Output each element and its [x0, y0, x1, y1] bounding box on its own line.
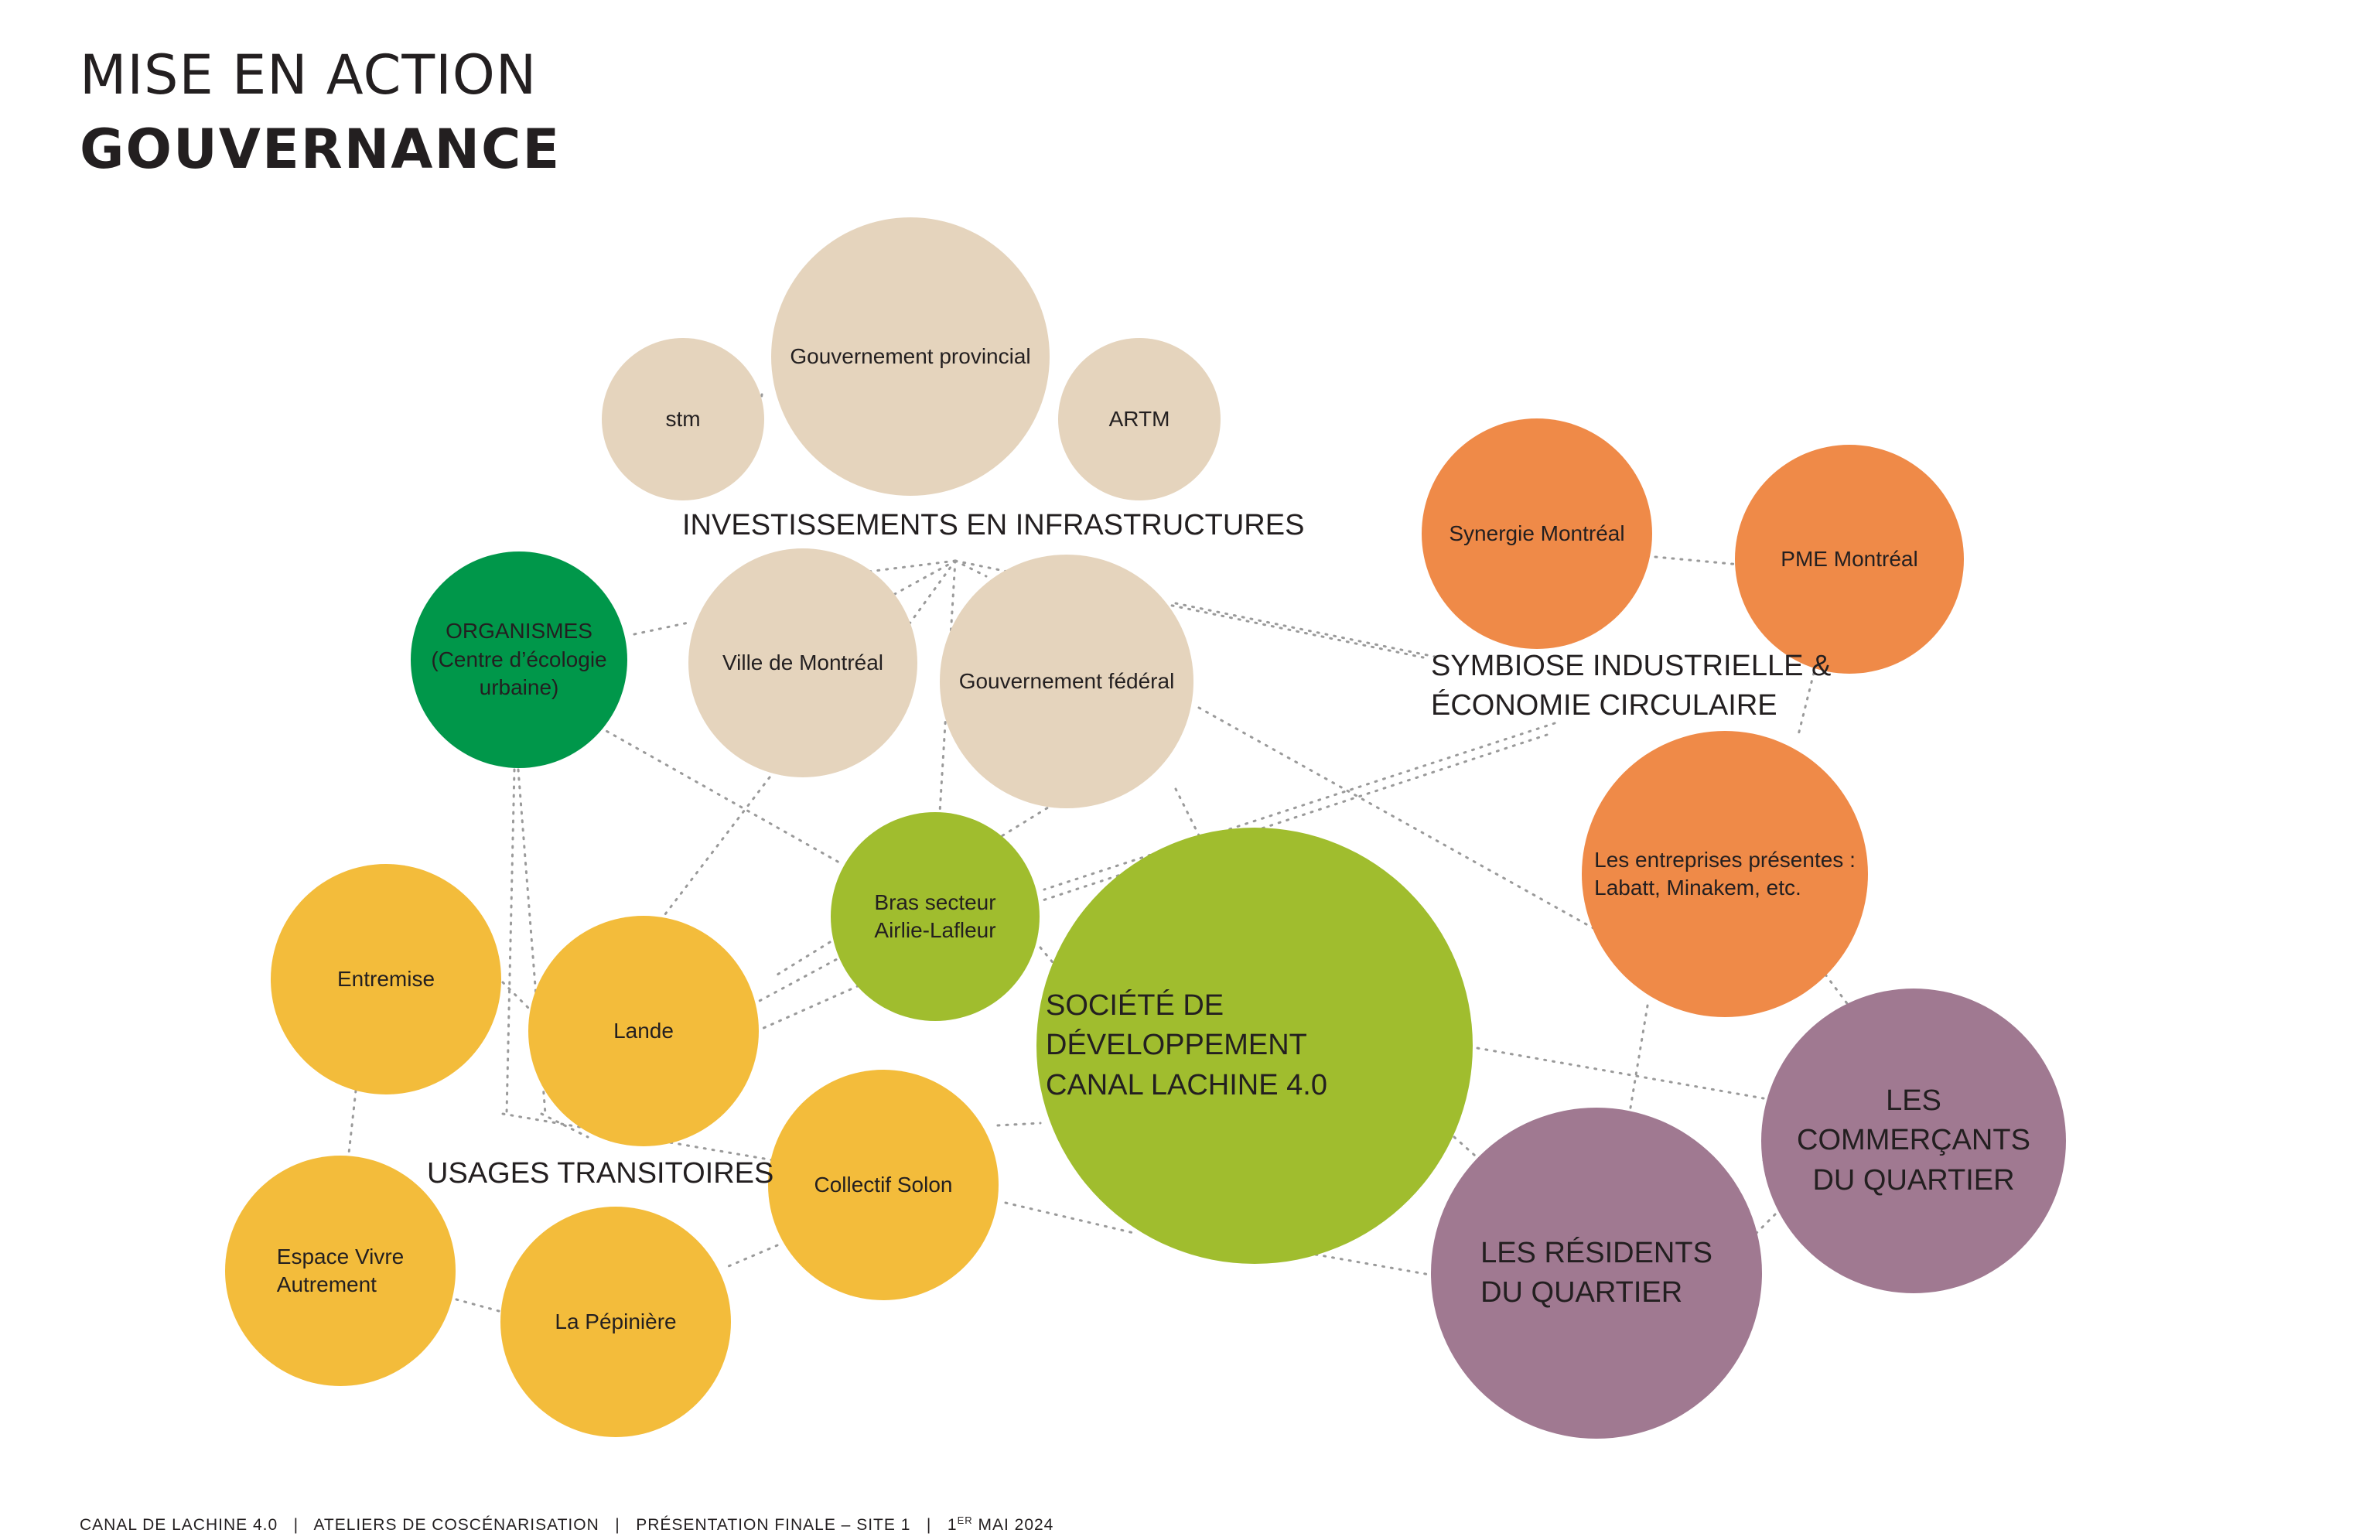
footer-date-day: 1 — [947, 1516, 958, 1534]
node-la-pepiniere: La Pépinière — [500, 1207, 731, 1437]
connector — [799, 559, 957, 775]
footer-separator: | — [282, 1516, 309, 1534]
connector — [954, 559, 1425, 659]
node-collectif-solon-label: Collectif Solon — [814, 1172, 953, 1197]
connector — [876, 559, 957, 605]
node-organismes-label-3: urbaine) — [479, 675, 559, 700]
node-residents-label-1: LES RÉSIDENTS — [1480, 1236, 1712, 1269]
connector — [938, 559, 957, 814]
node-espace-vivre-autrement: Espace Vivre Autrement — [225, 1156, 456, 1386]
connector — [633, 621, 690, 636]
node-entreprises-label-2: Labatt, Minakem, etc. — [1594, 876, 1801, 900]
connector — [540, 1112, 589, 1139]
node-societe-label-1: SOCIÉTÉ DE DÉVELOPPEMENT — [1046, 989, 1307, 1062]
node-bras-secteur-label-1: Bras secteur — [874, 890, 996, 914]
footer-date-sup: ER — [957, 1514, 973, 1526]
footer-project: CANAL DE LACHINE 4.0 — [80, 1516, 278, 1534]
node-ville-de-montreal: Ville de Montréal — [688, 548, 917, 777]
node-gouvernement-provincial-label: Gouvernement provincial — [790, 343, 1031, 368]
connector — [1004, 1201, 1139, 1235]
footer-presentation: PRÉSENTATION FINALE – SITE 1 — [636, 1516, 911, 1534]
node-lande: Lande — [528, 916, 759, 1146]
connector — [517, 768, 547, 1115]
node-commercants-label-2: DU QUARTIER — [1812, 1163, 2015, 1197]
connector — [1654, 555, 1742, 566]
connector — [1797, 671, 1815, 736]
node-artm-label: ARTM — [1108, 406, 1170, 431]
node-pme-montreal-label: PME Montréal — [1781, 546, 1918, 571]
node-espace-label-1: Espace Vivre — [276, 1244, 405, 1269]
node-societe-developpement: SOCIÉTÉ DE DÉVELOPPEMENT CANAL LACHINE 4… — [1036, 828, 1473, 1264]
node-entreprises-presentes: Les entreprises présentes : Labatt, Mina… — [1582, 731, 1868, 1017]
node-gouvernement-federal-label: Gouvernement fédéral — [958, 668, 1175, 693]
section-label-usages: USAGES TRANSITOIRES — [427, 1157, 774, 1190]
connector — [954, 559, 988, 578]
connector — [501, 981, 535, 1015]
node-pme-montreal: PME Montréal — [1735, 445, 1964, 674]
section-label-symbiose-line-2: ÉCONOMIE CIRCULAIRE — [1431, 689, 1777, 722]
node-ville-de-montreal-label: Ville de Montréal — [722, 650, 884, 674]
node-la-pepiniere-label: La Pépinière — [555, 1309, 677, 1333]
node-gouvernement-provincial: Gouvernement provincial — [771, 217, 1050, 496]
node-entreprises-label-1: Les entreprises présentes : — [1594, 847, 1856, 872]
node-organismes-label-1: ORGANISMES — [446, 619, 592, 644]
node-organismes: ORGANISMES (Centre d’écologie urbaine) — [411, 551, 627, 768]
connector — [1197, 706, 1595, 930]
connector — [1476, 1047, 1765, 1100]
connector — [1174, 602, 1440, 659]
connector — [1453, 1135, 1490, 1170]
connector — [776, 780, 1092, 976]
title-line-1: MISE EN ACTION — [80, 43, 538, 107]
node-lande-label: Lande — [613, 1018, 674, 1043]
node-stm: stm — [602, 338, 764, 500]
connector — [861, 559, 957, 574]
node-commercants-label-1: LES COMMERÇANTS — [1797, 1084, 2030, 1157]
node-bras-secteur: Bras secteur Airlie-Lafleur — [831, 812, 1040, 1021]
node-collectif-solon: Collectif Solon — [768, 1070, 999, 1300]
connector — [1306, 1251, 1440, 1278]
connector — [722, 1244, 779, 1270]
connector — [347, 1089, 357, 1162]
node-organismes-label-2: (Centre d’écologie — [431, 647, 607, 671]
footer-workshops: ATELIERS DE COSCÉNARISATION — [313, 1516, 599, 1534]
connector — [1824, 973, 1850, 1007]
title-line-2: GOUVERNANCE — [80, 118, 562, 181]
node-synergie-montreal: Synergie Montréal — [1422, 418, 1652, 649]
node-entremise: Entremise — [271, 864, 501, 1094]
footer: CANAL DE LACHINE 4.0 | ATELIERS DE COSCÉ… — [80, 1514, 1053, 1535]
node-bras-secteur-label-2: Airlie-Lafleur — [874, 918, 996, 942]
node-espace-label-2: Autrement — [276, 1272, 377, 1296]
connector — [455, 1298, 500, 1313]
node-synergie-montreal-label: Synergie Montréal — [1449, 521, 1625, 545]
footer-separator: | — [604, 1516, 631, 1534]
node-entremise-label: Entremise — [336, 966, 435, 991]
node-gouvernement-federal: Gouvernement fédéral — [940, 555, 1193, 808]
section-label-infrastructures: INVESTISSEMENTS EN INFRASTRUCTURES — [682, 509, 1305, 541]
node-residents-label-2: DU QUARTIER — [1480, 1276, 1683, 1309]
footer-date-rest: MAI 2024 — [978, 1516, 1054, 1534]
connector — [996, 1122, 1042, 1127]
section-label-symbiose: SYMBIOSE INDUSTRIELLE & ÉCONOMIE CIRCULA… — [1431, 647, 1831, 726]
node-commercants-du-quartier: LES COMMERÇANTS DU QUARTIER — [1761, 989, 2066, 1293]
connector — [760, 981, 868, 1030]
node-residents-du-quartier: LES RÉSIDENTS DU QUARTIER — [1431, 1108, 1762, 1439]
footer-separator: | — [916, 1516, 943, 1534]
connector — [1627, 1004, 1649, 1123]
node-artm: ARTM — [1058, 338, 1221, 500]
section-label-symbiose-line-1: SYMBIOSE INDUSTRIELLE & — [1431, 650, 1832, 682]
connector — [505, 768, 516, 1115]
node-societe-label-2: CANAL LACHINE 4.0 — [1046, 1068, 1327, 1101]
connector — [656, 776, 771, 926]
connector — [598, 726, 841, 864]
node-stm-label: stm — [665, 406, 701, 431]
